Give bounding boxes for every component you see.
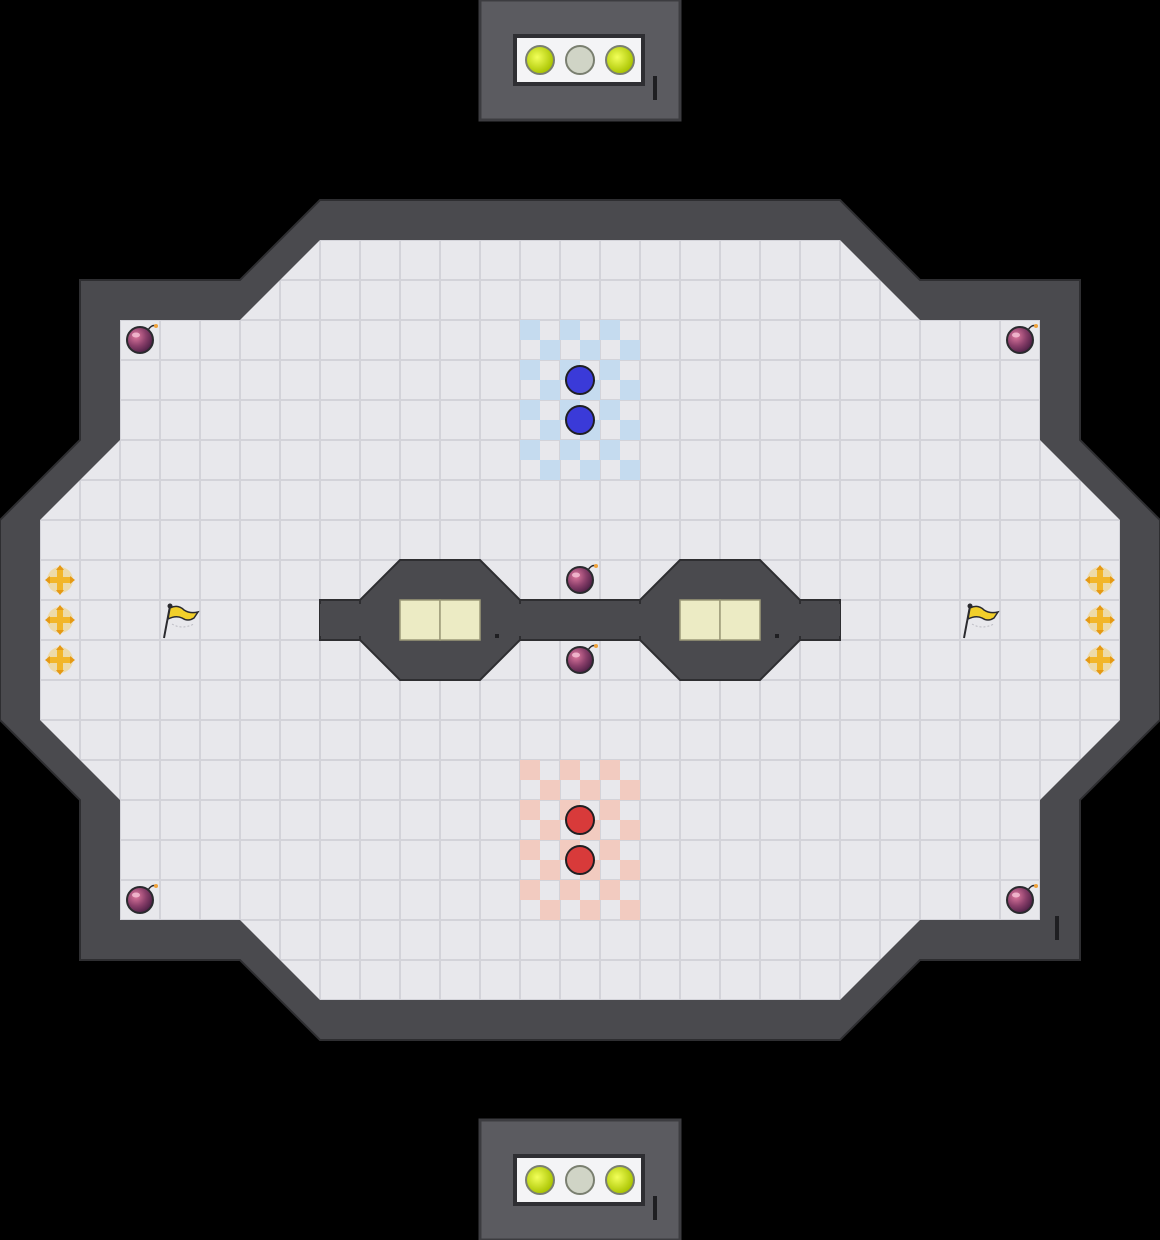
zone-tile xyxy=(560,760,580,780)
zone-tile xyxy=(580,340,600,360)
zone-tile xyxy=(600,320,620,340)
wall-mark xyxy=(1055,916,1059,940)
zone-tile xyxy=(600,880,620,900)
light-off-icon xyxy=(565,1165,595,1195)
bombs xyxy=(126,324,1038,914)
zone-tile xyxy=(600,760,620,780)
bomb-icon xyxy=(126,884,158,914)
zone-tile xyxy=(600,360,620,380)
light-on-icon xyxy=(525,1165,555,1195)
zone-tile xyxy=(520,840,540,860)
scoreboard-bottom xyxy=(478,1118,682,1240)
boost-icon xyxy=(1085,605,1115,635)
zone-tile xyxy=(620,340,640,360)
boost-icon xyxy=(1085,645,1115,675)
zone-tile xyxy=(600,840,620,860)
zone-tile xyxy=(540,860,560,880)
flag-icon xyxy=(163,603,200,639)
light-on-icon xyxy=(525,45,555,75)
blue-player-ball-icon xyxy=(565,365,595,395)
flags xyxy=(163,603,1000,639)
zone-tile xyxy=(540,460,560,480)
players xyxy=(565,365,595,875)
bomb-icon xyxy=(566,644,598,674)
red-player-ball-icon xyxy=(565,845,595,875)
boost-icon xyxy=(45,645,75,675)
boost-icon xyxy=(45,565,75,595)
bomb-icon xyxy=(1006,884,1038,914)
wall-mark xyxy=(775,634,779,638)
zone-tile xyxy=(520,800,540,820)
zone-tile xyxy=(600,400,620,420)
zone-tile xyxy=(540,780,560,800)
zone-tile xyxy=(520,400,540,420)
scoreboard-bottom-lights xyxy=(525,1165,635,1195)
zone-tile xyxy=(540,340,560,360)
zone-tile xyxy=(520,880,540,900)
zone-tile xyxy=(620,860,640,880)
gate-icon xyxy=(719,599,761,641)
zone-tile xyxy=(600,800,620,820)
wall-mark xyxy=(495,634,499,638)
zone-tile xyxy=(620,420,640,440)
zone-tile xyxy=(520,440,540,460)
zone-tile xyxy=(520,320,540,340)
zone-tile xyxy=(620,780,640,800)
light-on-icon xyxy=(605,1165,635,1195)
zone-tile xyxy=(560,880,580,900)
boosts xyxy=(45,565,1115,675)
zone-tile xyxy=(540,820,560,840)
zone-tile xyxy=(620,900,640,920)
zone-tile xyxy=(540,900,560,920)
zone-tile xyxy=(540,420,560,440)
zone-tile xyxy=(580,460,600,480)
gate-icon xyxy=(439,599,481,641)
light-on-icon xyxy=(605,45,635,75)
bomb-icon xyxy=(1006,324,1038,354)
bomb-icon xyxy=(126,324,158,354)
gate-icon xyxy=(679,599,721,641)
scoreboard-top-lights xyxy=(525,45,635,75)
bomb-icon xyxy=(566,564,598,594)
zone-tile xyxy=(620,380,640,400)
gate-icon xyxy=(399,599,441,641)
zone-tile xyxy=(520,760,540,780)
zone-tile xyxy=(620,820,640,840)
zone-tile xyxy=(580,900,600,920)
zone-tile xyxy=(600,440,620,460)
boost-icon xyxy=(1085,565,1115,595)
flag-icon xyxy=(963,603,1000,639)
red-player-ball-icon xyxy=(565,805,595,835)
zone-tile xyxy=(540,380,560,400)
scoreboard-top xyxy=(478,0,682,122)
zone-tile xyxy=(520,360,540,380)
zone-tile xyxy=(560,320,580,340)
light-off-icon xyxy=(565,45,595,75)
zone-tile xyxy=(580,780,600,800)
gates xyxy=(399,599,761,641)
zone-tile xyxy=(560,440,580,460)
zone-tile xyxy=(620,460,640,480)
blue-player-ball-icon xyxy=(565,405,595,435)
boost-icon xyxy=(45,605,75,635)
